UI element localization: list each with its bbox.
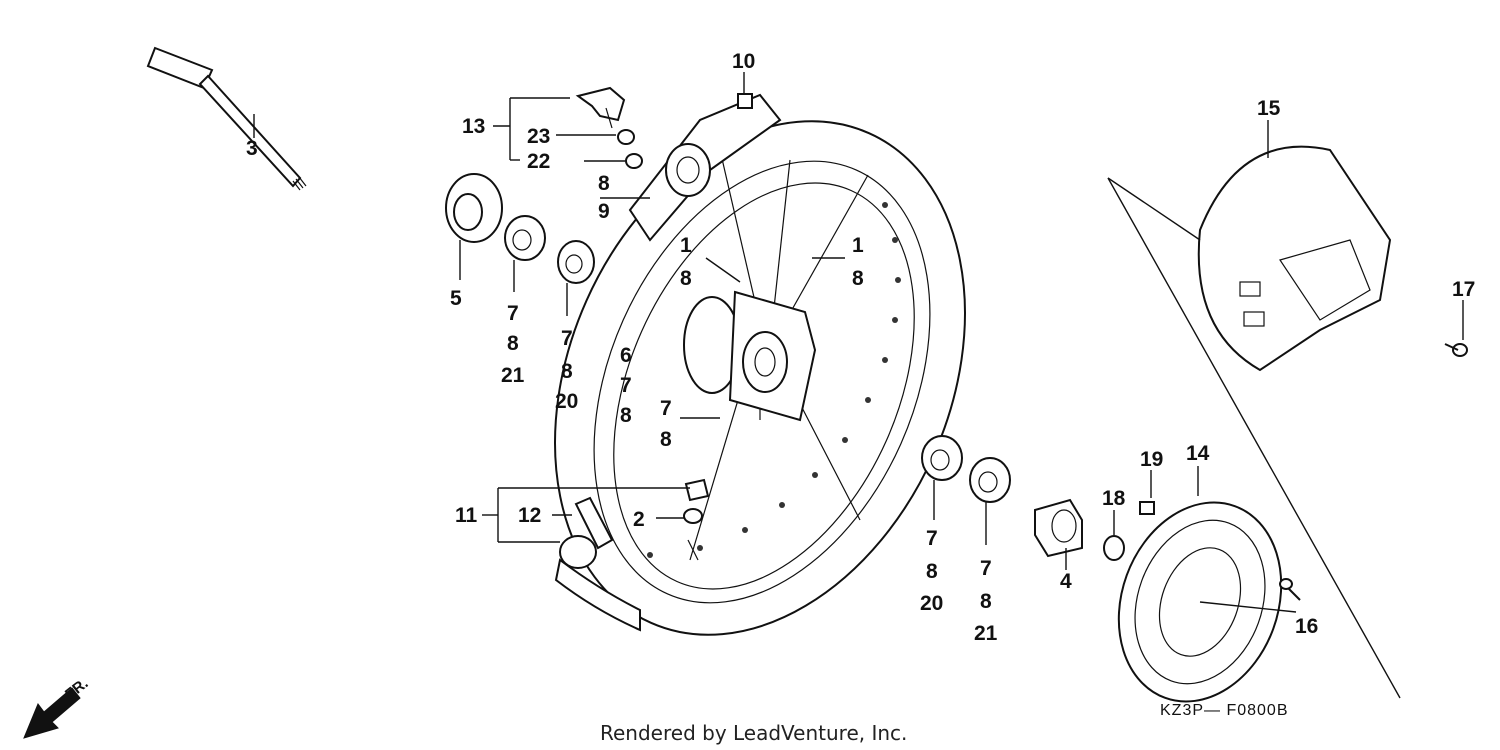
callout-11: 11 (455, 504, 478, 527)
callout-8-h: 8 (926, 560, 938, 583)
bearing-right-outer (969, 457, 1011, 545)
callout-12: 12 (518, 504, 541, 527)
callout-7-b: 7 (561, 327, 573, 350)
axle (146, 46, 307, 191)
diagram-code: KZ3P— F0800B (1160, 702, 1289, 719)
callout-17: 17 (1452, 278, 1475, 301)
bearing-left-outer (504, 215, 546, 292)
callout-8-e: 8 (561, 360, 573, 383)
bolt-small (1139, 470, 1155, 515)
callout-6: 6 (620, 344, 632, 367)
valve-cap (656, 478, 710, 561)
callout-19: 19 (1140, 448, 1163, 471)
callout-7-a: 7 (507, 302, 519, 325)
callout-20-b: 20 (920, 592, 943, 615)
callout-8-d: 8 (507, 332, 519, 355)
callout-7-c: 7 (620, 374, 632, 397)
rendered-by-credit: Rendered by LeadVenture, Inc. (600, 721, 907, 745)
callout-8-b: 8 (680, 267, 692, 290)
callout-20-a: 20 (555, 390, 578, 413)
callout-21-b: 21 (974, 622, 998, 645)
callout-18: 18 (1102, 487, 1126, 510)
callout-13: 13 (462, 115, 485, 138)
callout-7-d: 7 (660, 397, 672, 420)
nut (1103, 510, 1125, 561)
callout-1-b: 1 (852, 234, 864, 257)
disc-cover (1107, 120, 1401, 699)
callout-3: 3 (246, 137, 258, 160)
callout-5: 5 (450, 287, 462, 310)
callout-9: 9 (598, 200, 610, 223)
callout-15: 15 (1257, 97, 1281, 120)
callout-10: 10 (732, 50, 755, 73)
dust-seal (445, 173, 503, 280)
rim-lock-assembly (493, 86, 643, 169)
callout-8-g: 8 (660, 428, 672, 451)
callout-8-a: 8 (598, 172, 610, 195)
front-direction-arrow-icon: FR. (23, 675, 92, 739)
callout-21-a: 21 (501, 364, 525, 387)
rim-band-bracket (482, 487, 690, 550)
callout-23: 23 (527, 125, 550, 148)
callout-7-f: 7 (980, 557, 992, 580)
bearing-right-inner (921, 435, 963, 520)
callout-14: 14 (1186, 442, 1210, 465)
callout-8-i: 8 (980, 590, 992, 613)
callout-2: 2 (633, 508, 645, 531)
callout-4: 4 (1060, 570, 1072, 593)
disc-bolt (1279, 578, 1301, 601)
rim-lock (737, 72, 753, 109)
cover-bolt (1444, 300, 1468, 357)
callout-8-c: 8 (852, 267, 864, 290)
callout-7-e: 7 (926, 527, 938, 550)
wheel-assembly (554, 93, 966, 636)
brake-disc (1117, 466, 1297, 703)
callout-labels: 3 13 23 22 10 8 9 1 8 1 8 5 7 8 21 7 8 2… (246, 50, 1475, 645)
callout-22: 22 (527, 150, 550, 173)
callout-8-f: 8 (620, 404, 632, 427)
bearing-left-inner (557, 240, 595, 316)
side-collar (1034, 498, 1083, 570)
callout-1-a: 1 (680, 234, 692, 257)
callout-16: 16 (1295, 615, 1318, 638)
